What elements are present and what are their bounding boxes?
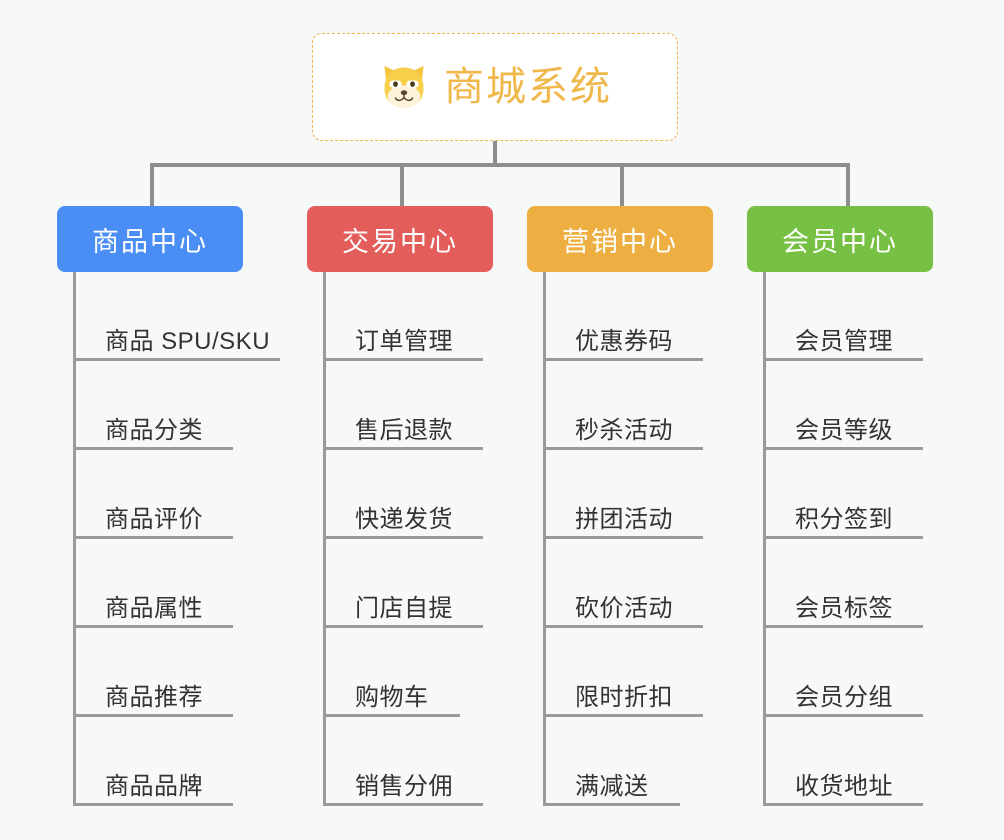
leaf-item[interactable]: 商品分类 [73,361,233,450]
leaf-item[interactable]: 商品推荐 [73,628,233,717]
leaf-item[interactable]: 商品评价 [73,450,233,539]
leaf-item[interactable]: 售后退款 [323,361,483,450]
leaf-item[interactable]: 秒杀活动 [543,361,703,450]
leaf-label: 秒杀活动 [575,417,673,445]
leaf-item[interactable]: 会员管理 [763,272,923,361]
connector-drop-3 [620,163,624,208]
root-node[interactable]: 商城系统 [312,33,678,141]
leaf-label: 优惠券码 [575,328,673,356]
connector-drop-2 [400,163,404,208]
branch-trunk-3 [543,272,546,806]
leaf-label: 积分签到 [795,506,893,534]
branch-header-3[interactable]: 营销中心 [527,206,713,272]
leaf-label: 购物车 [355,684,429,712]
leaf-label: 商品 SPU/SKU [105,328,271,356]
leaf-label: 会员分组 [795,684,893,712]
leaf-label: 快递发货 [355,506,453,534]
connector-drop-4 [846,163,850,208]
branch-header-label: 会员中心 [782,226,898,257]
leaf-label: 商品品牌 [105,773,203,801]
leaf-label: 限时折扣 [575,684,673,712]
leaf-item[interactable]: 优惠券码 [543,272,703,361]
connector-horizontal-bus [150,163,850,167]
leaf-item[interactable]: 收货地址 [763,717,923,806]
branch-header-4[interactable]: 会员中心 [747,206,933,272]
leaf-item[interactable]: 砍价活动 [543,539,703,628]
leaf-item[interactable]: 会员分组 [763,628,923,717]
leaf-label: 订单管理 [355,328,453,356]
branch-trunk-2 [323,272,326,806]
leaf-item[interactable]: 会员等级 [763,361,923,450]
branch-header-1[interactable]: 商品中心 [57,206,243,272]
leaf-item[interactable]: 商品品牌 [73,717,233,806]
shiba-dog-icon [384,65,424,109]
leaf-label: 售后退款 [355,417,453,445]
branch-header-label: 营销中心 [562,226,678,257]
leaf-label: 商品推荐 [105,684,203,712]
branch-header-label: 商品中心 [92,226,208,257]
branch-header-label: 交易中心 [342,226,458,257]
leaf-label: 商品属性 [105,595,203,623]
leaf-item[interactable]: 销售分佣 [323,717,483,806]
leaf-label: 满减送 [575,773,649,801]
branch-trunk-1 [73,272,76,806]
leaf-label: 收货地址 [795,773,893,801]
leaf-item[interactable]: 快递发货 [323,450,483,539]
leaf-label: 会员管理 [795,328,893,356]
leaf-item[interactable]: 满减送 [543,717,680,806]
leaf-item[interactable]: 商品 SPU/SKU [73,272,280,361]
leaf-item[interactable]: 积分签到 [763,450,923,539]
root-title: 商城系统 [444,65,612,109]
leaf-label: 商品分类 [105,417,203,445]
leaf-item[interactable]: 商品属性 [73,539,233,628]
leaf-label: 销售分佣 [355,773,453,801]
leaf-item[interactable]: 限时折扣 [543,628,703,717]
connector-root-stem [493,141,497,165]
connector-drop-1 [150,163,154,208]
leaf-item[interactable]: 会员标签 [763,539,923,628]
leaf-label: 商品评价 [105,506,203,534]
leaf-label: 砍价活动 [575,595,673,623]
leaf-label: 会员等级 [795,417,893,445]
leaf-label: 门店自提 [355,595,453,623]
leaf-item[interactable]: 订单管理 [323,272,483,361]
leaf-label: 拼团活动 [575,506,673,534]
leaf-label: 会员标签 [795,595,893,623]
leaf-item[interactable]: 拼团活动 [543,450,703,539]
leaf-item[interactable]: 门店自提 [323,539,483,628]
branch-header-2[interactable]: 交易中心 [307,206,493,272]
leaf-item[interactable]: 购物车 [323,628,460,717]
branch-trunk-4 [763,272,766,806]
